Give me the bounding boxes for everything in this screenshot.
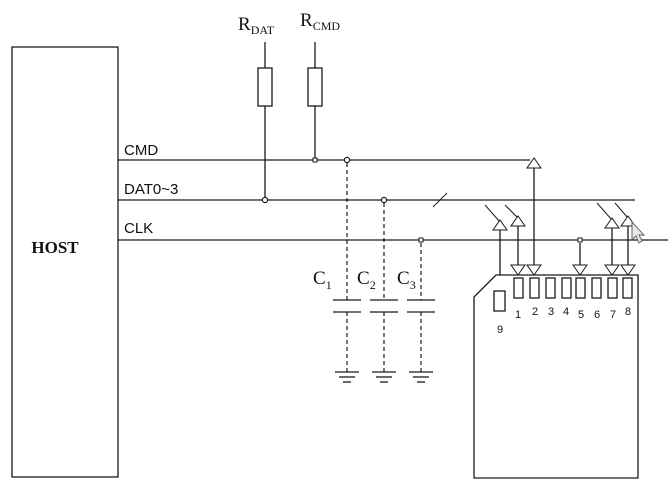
pin-pad-5: [575, 277, 586, 299]
pin-number: 8: [625, 306, 631, 318]
c2-label: C2: [357, 268, 376, 292]
pin-pad-8: [622, 277, 633, 299]
pin-number: 3: [548, 306, 554, 318]
host-label: HOST: [31, 238, 79, 257]
clk-label: CLK: [124, 220, 153, 237]
sd-card: 9 1 2 3 4 5 6 7 8: [473, 274, 639, 479]
dat-label: DAT0~3: [124, 181, 178, 198]
host-block: HOST: [11, 46, 119, 478]
c3-label: C3: [397, 268, 416, 292]
cmd-label: CMD: [124, 142, 158, 159]
mouse-cursor-icon: [631, 220, 646, 244]
rcmd-label: RCMD: [300, 10, 340, 33]
ground-icon: [335, 371, 359, 383]
signal-lines: CMD DAT0~3 CLK: [118, 142, 668, 241]
pin-pad-1: [513, 277, 524, 299]
pullup-resistors: RDAT RCMD: [238, 10, 340, 204]
pin-number: 6: [594, 309, 600, 321]
pin-pad-3: [545, 277, 556, 299]
pin-number: 1: [515, 309, 521, 321]
pin-pad-6: [591, 277, 602, 299]
bus-slash: [432, 192, 448, 208]
pin-number: 5: [578, 309, 584, 321]
c1-label: C1: [313, 268, 332, 292]
ground-icon: [372, 371, 396, 383]
ground-icon: [409, 371, 433, 383]
pin-number: 9: [497, 324, 503, 336]
pin-pad-2: [529, 277, 540, 299]
pin-number: 2: [532, 306, 538, 318]
pin-number: 7: [610, 309, 616, 321]
pin-number: 4: [563, 306, 569, 318]
pin-pad-4: [561, 277, 572, 299]
rdat-label: RDAT: [238, 14, 275, 37]
pin-pad-7: [607, 277, 618, 299]
resistor-cmd: [307, 67, 323, 107]
capacitors: C1 C2 C3: [313, 156, 435, 383]
resistor-dat: [257, 67, 273, 107]
pin-pad-9: [493, 290, 506, 312]
